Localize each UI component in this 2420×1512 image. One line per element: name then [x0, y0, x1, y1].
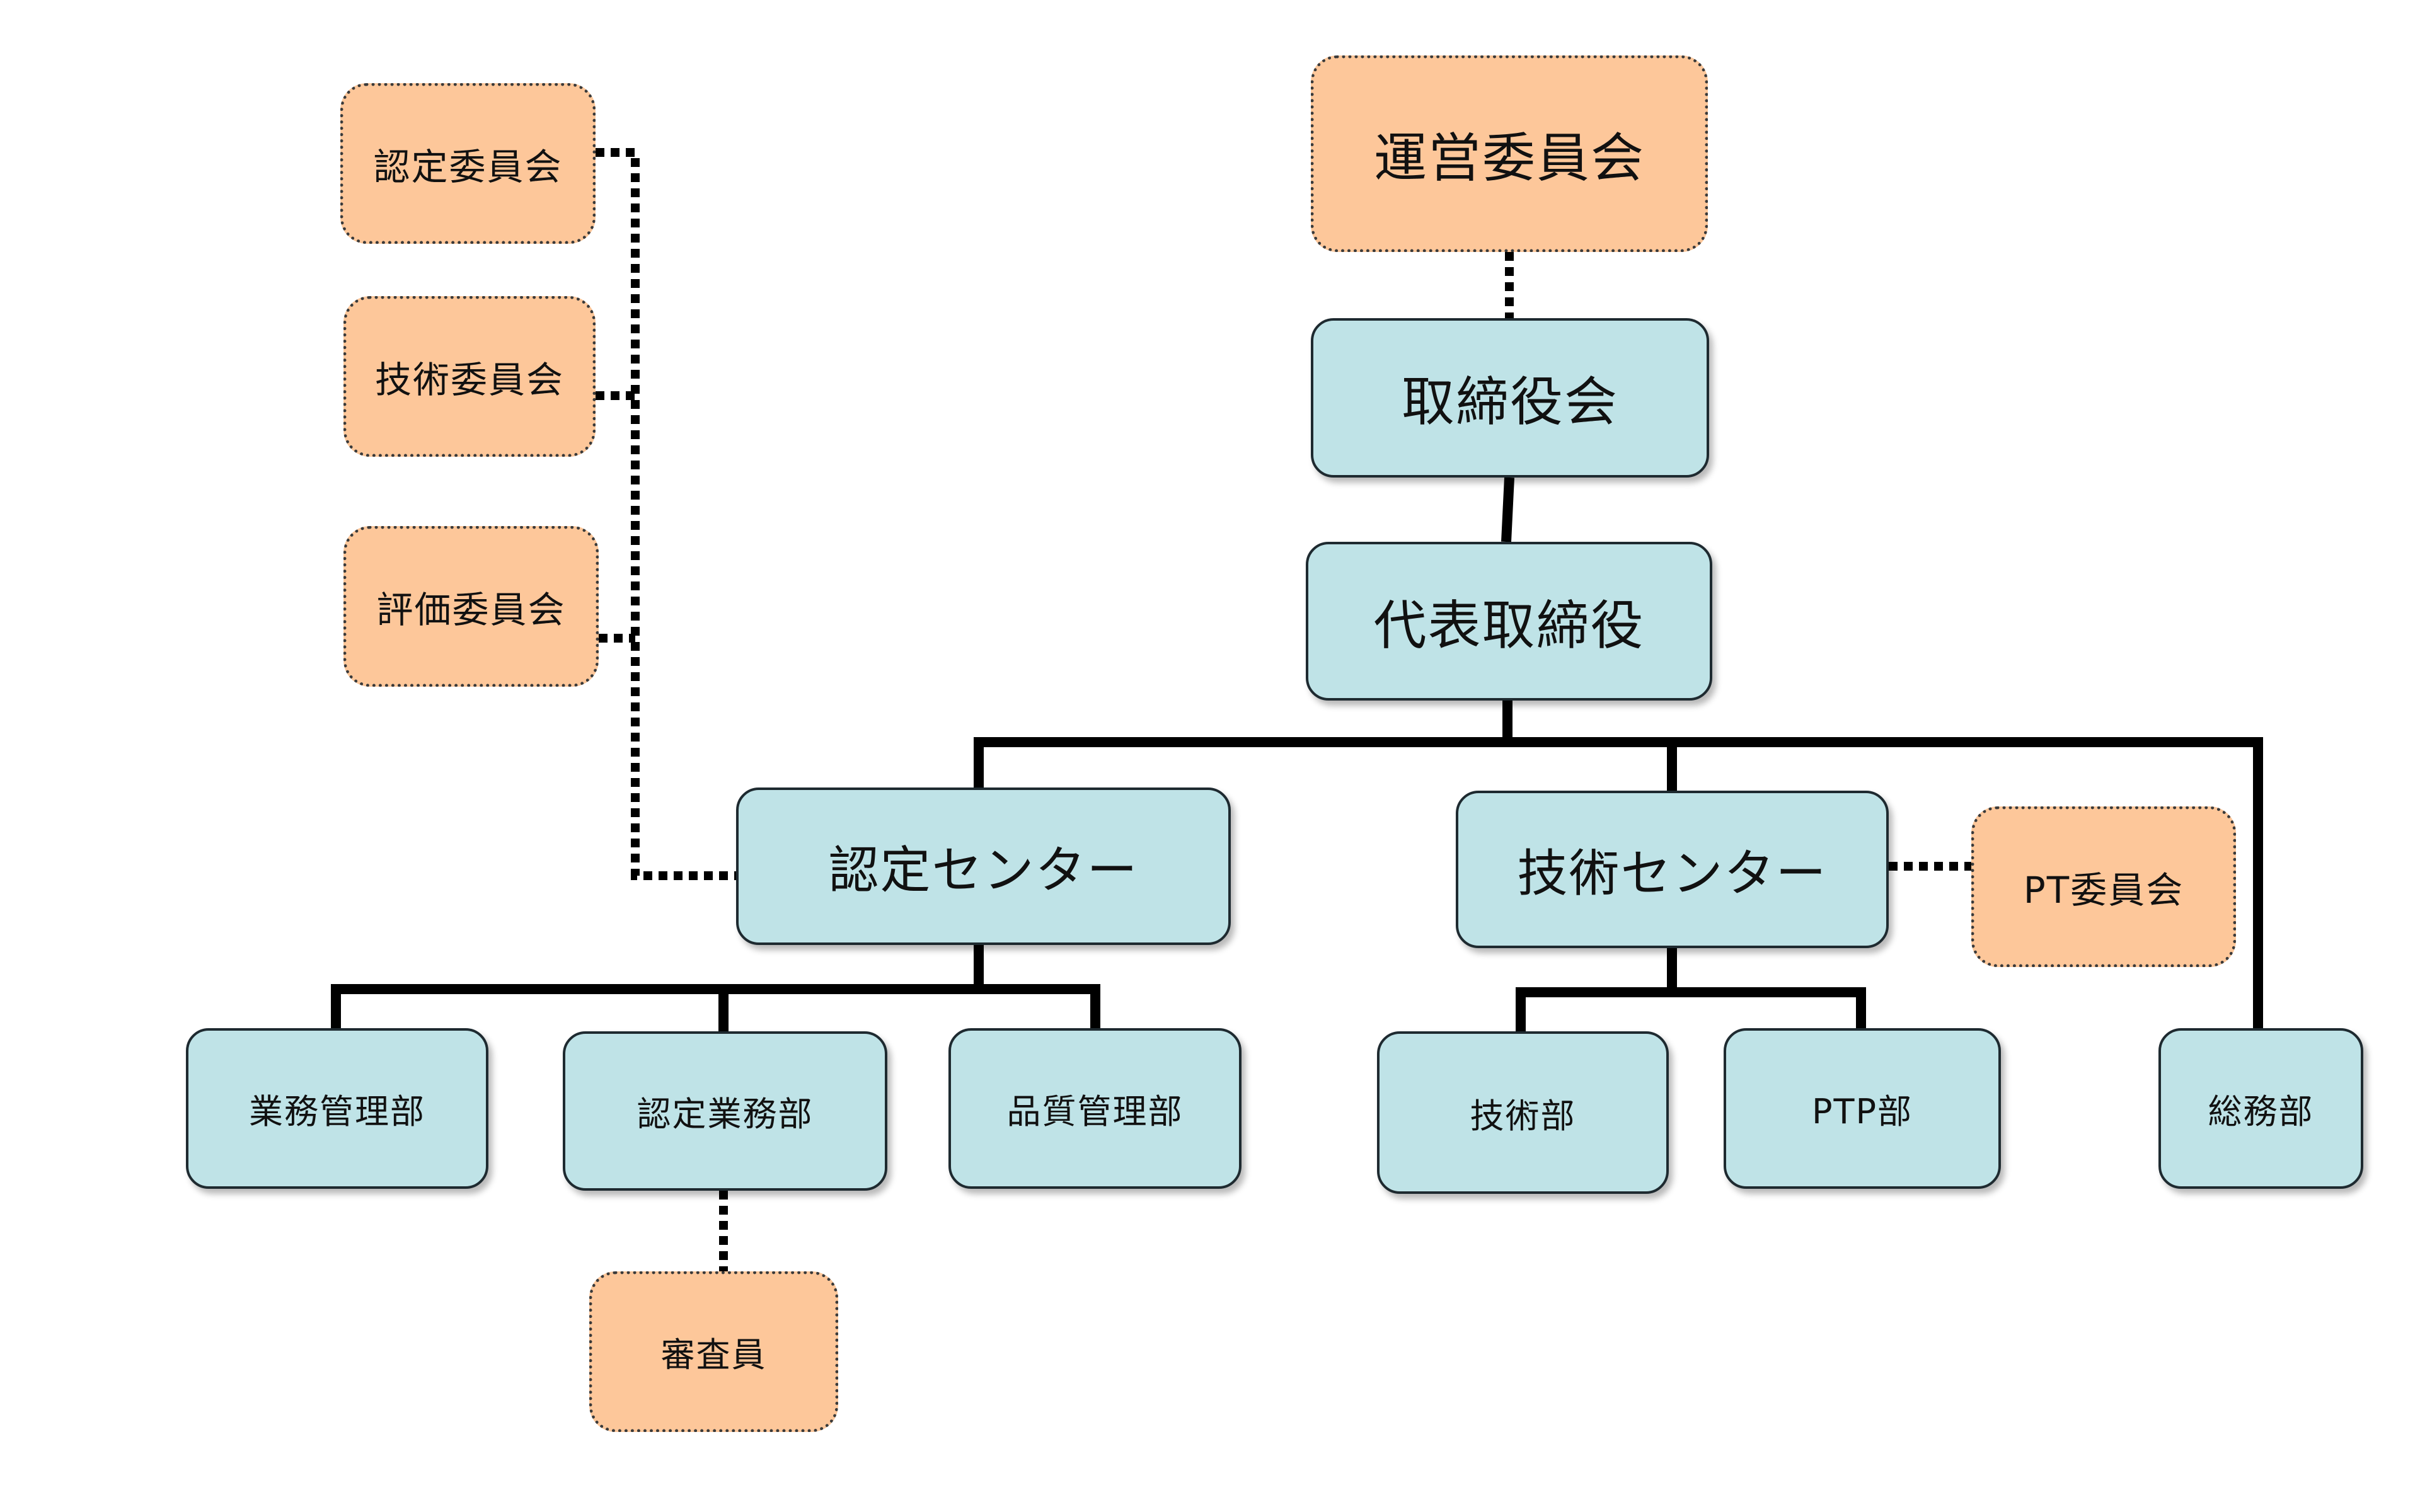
- node-daihyo-torishimariyaku: 代表取締役: [1306, 542, 1712, 701]
- edge-nintei-iinkai-link: [596, 148, 736, 880]
- node-torishimariyakukai: 取締役会: [1311, 318, 1709, 478]
- node-gyomu-kanri-bu: 業務管理部: [186, 1028, 488, 1189]
- node-hyoka-iinkai: 評価委員会: [343, 526, 599, 687]
- node-somu-bu: 総務部: [2158, 1028, 2363, 1189]
- node-shinsain: 審査員: [589, 1271, 838, 1432]
- node-ptp-bu: PTP部: [1724, 1028, 2001, 1189]
- node-gijutsu-bu: 技術部: [1377, 1031, 1669, 1194]
- node-nintei-iinkai: 認定委員会: [340, 83, 596, 244]
- node-gijutsu-center: 技術センター: [1456, 791, 1889, 948]
- node-pt-iinkai: PT委員会: [1971, 806, 2236, 967]
- node-unei-iinkai: 運営委員会: [1311, 55, 1708, 252]
- edge-board-to-ceo: [1501, 477, 1514, 542]
- node-nintei-center: 認定センター: [736, 788, 1231, 945]
- node-gijutsu-iinkai: 技術委員会: [343, 296, 596, 457]
- node-hinshitsu-kanri-bu: 品質管理部: [948, 1028, 1242, 1189]
- node-nintei-gyomu-bu: 認定業務部: [563, 1031, 887, 1191]
